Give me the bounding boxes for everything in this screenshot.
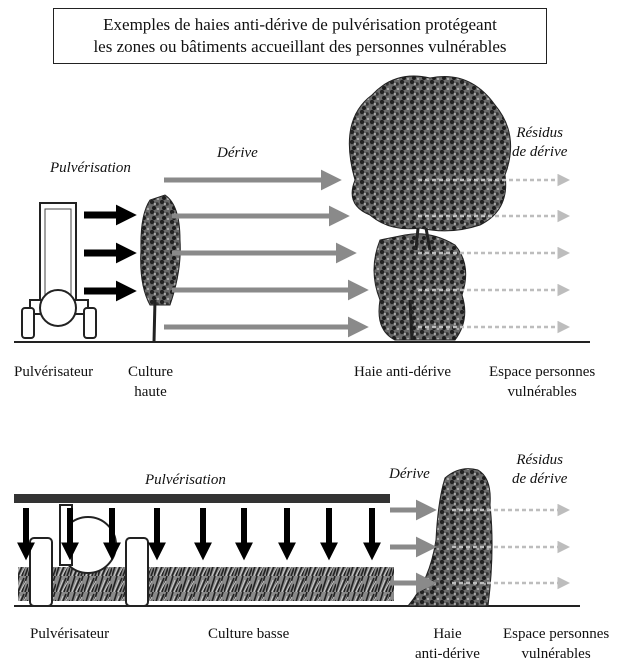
residue-label-line1: Résidus bbox=[516, 125, 564, 141]
title-box: Exemples de haies anti-dérive de pulvéri… bbox=[53, 8, 547, 64]
hedge-label-bottom: Haie anti-dérive bbox=[415, 624, 480, 664]
zone-label-bottom: Espace personnes vulnérables bbox=[503, 624, 609, 664]
crop-label-bottom: Culture basse bbox=[208, 626, 290, 642]
crop-label-line2: haute bbox=[134, 384, 167, 400]
residue-label-top: Résidus de dérive bbox=[512, 124, 567, 162]
spray-boom bbox=[14, 494, 390, 503]
hedge-label-line1: Haie bbox=[433, 626, 462, 642]
zone-label-line2: vulnérables bbox=[507, 384, 577, 400]
sprayer-label-bottom: Pulvérisateur bbox=[30, 626, 110, 642]
residue-label-bottom: Résidus de dérive bbox=[512, 451, 567, 489]
zone-label-line1: Espace personnes bbox=[503, 626, 610, 642]
hedge-label-line2: anti-dérive bbox=[415, 646, 480, 662]
drift-label-bottom: Dérive bbox=[389, 466, 430, 482]
spray-label-top: Pulvérisation bbox=[50, 160, 131, 176]
low-crop bbox=[18, 567, 394, 601]
title-line-2: les zones ou bâtiments accueillant des p… bbox=[93, 37, 507, 56]
crop-label-line1: Culture bbox=[128, 364, 173, 380]
hedge-label-top: Haie anti-dérive bbox=[354, 364, 452, 380]
residue-label-line2: de dérive bbox=[512, 471, 568, 487]
zone-label-line1: Espace personnes bbox=[489, 364, 596, 380]
zone-label-line2: vulnérables bbox=[521, 646, 591, 662]
drift-label-top: Dérive bbox=[217, 145, 258, 161]
hedge-tree-top bbox=[348, 75, 512, 341]
hedge-bottom bbox=[406, 468, 493, 607]
crop-label-top: Culture haute bbox=[128, 362, 173, 402]
spray-label-bottom: Pulvérisation bbox=[145, 472, 226, 488]
title-line-1: Exemples de haies anti-dérive de pulvéri… bbox=[103, 15, 497, 34]
residue-label-line2: de dérive bbox=[512, 144, 568, 160]
sprayer-label-top: Pulvérisateur bbox=[14, 364, 94, 380]
sprayer-top bbox=[21, 202, 97, 339]
tall-crop bbox=[140, 194, 181, 343]
residue-label-line1: Résidus bbox=[516, 452, 564, 468]
zone-label-top: Espace personnes vulnérables bbox=[489, 362, 595, 402]
